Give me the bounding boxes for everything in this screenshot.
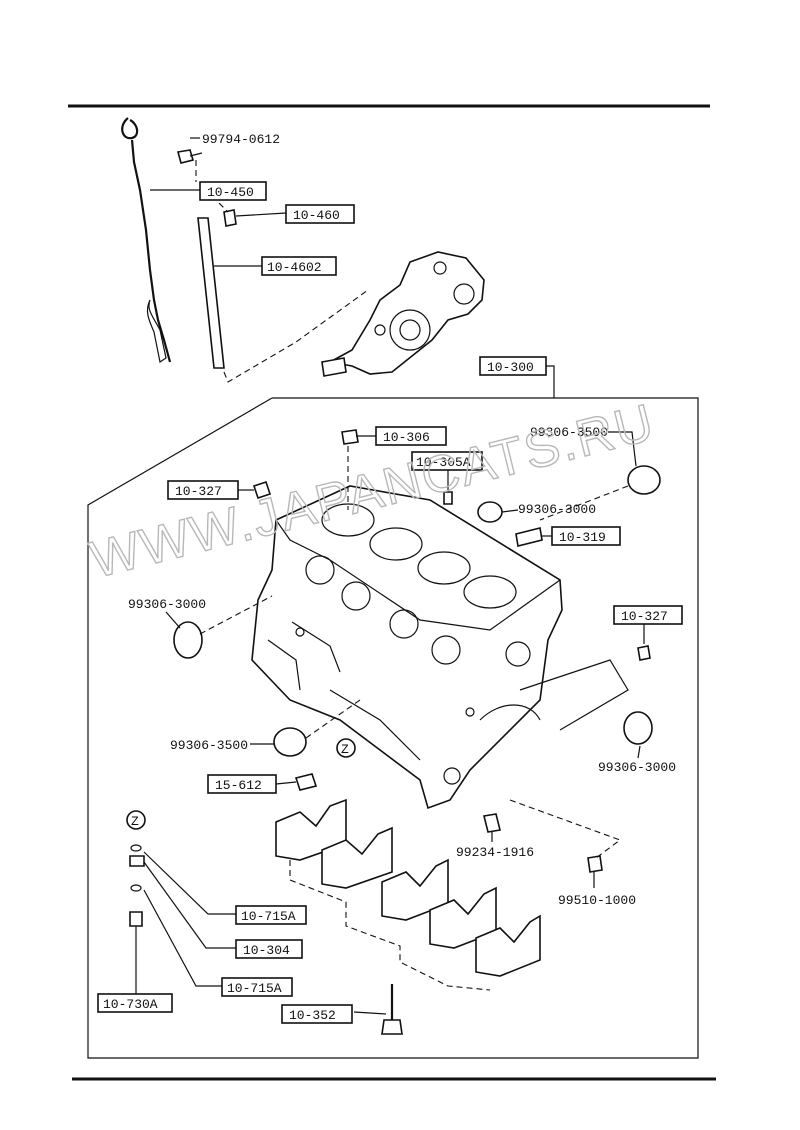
callout-10-715A-bottom: 10-715A <box>227 981 282 996</box>
small-parts-stack <box>129 844 145 990</box>
block-group-frame <box>87 397 699 1059</box>
callout-10-327-left: 10-327 <box>175 484 222 499</box>
seal-99306-3500-top <box>627 465 661 495</box>
callout-10-300: 10-300 <box>487 360 534 375</box>
callout-box-10-305A <box>411 451 483 471</box>
main-bearing-caps <box>275 798 541 977</box>
callout-box-10-450 <box>199 181 267 201</box>
leader-10-460 <box>235 212 287 217</box>
leader-dash-pump <box>223 289 369 383</box>
dipstick-guide-tube <box>197 217 225 369</box>
callout-99306-3500-top: 99306-3500 <box>530 425 608 440</box>
bolt-99794-0612 <box>176 149 203 164</box>
seal-99306-3000-top <box>477 501 503 523</box>
part-10-305A <box>443 491 453 505</box>
callout-10-327-right: 10-327 <box>621 609 668 624</box>
callout-10-304: 10-304 <box>243 943 290 958</box>
leader-99306-3000-right <box>637 745 641 759</box>
callout-10-319: 10-319 <box>559 530 606 545</box>
callout-box-10-715A-bottom <box>221 977 293 997</box>
leader-99306-3000-left <box>165 611 181 629</box>
oil-pump <box>321 251 485 377</box>
z-mark-text: Z <box>131 814 139 829</box>
callout-box-15-612 <box>207 774 277 794</box>
leader-dash-caps <box>289 860 491 991</box>
callout-99306-3000-top: 99306-3000 <box>518 502 596 517</box>
z-mark-block: Z <box>336 738 356 758</box>
callout-box-10-715A-top <box>235 905 307 925</box>
spring-10-319 <box>515 527 543 547</box>
callout-10-352: 10-352 <box>289 1008 336 1023</box>
plug-10-327-left <box>252 480 272 500</box>
callout-10-730A: 10-730A <box>103 997 158 1012</box>
bolt-99510-1000 <box>587 855 603 873</box>
seal-99306-3000-left <box>173 621 203 659</box>
callout-99306-3000-right: 99306-3000 <box>598 760 676 775</box>
callout-10-450: 10-450 <box>207 185 254 200</box>
callout-10-460: 10-460 <box>293 208 340 223</box>
callout-10-305A: 10-305A <box>416 455 471 470</box>
leader-10-715A-bottom <box>143 889 222 987</box>
cap-bolt-10-352 <box>381 984 403 1035</box>
callout-box-10-730A <box>97 993 173 1013</box>
leader-99306-3000-top <box>501 509 519 513</box>
leader-dash-seal-left <box>199 595 273 635</box>
callout-box-10-306 <box>375 426 447 446</box>
cylinder-block <box>251 485 629 810</box>
seal-10-460 <box>223 209 237 227</box>
callout-99306-3000-left: 99306-3000 <box>128 597 206 612</box>
callout-99234-1916: 99234-1916 <box>456 845 534 860</box>
seal-99306-3000-right <box>623 711 653 745</box>
callout-15-612: 15-612 <box>215 778 262 793</box>
callout-box-10-4602 <box>261 256 337 276</box>
leader-15-612 <box>275 781 297 785</box>
z-mark-text: Z <box>341 742 349 757</box>
callout-10-306: 10-306 <box>383 430 430 445</box>
callout-box-10-352 <box>281 1004 353 1024</box>
callout-99306-3500-left: 99306-3500 <box>170 738 248 753</box>
seal-99306-3500-left <box>273 727 307 757</box>
callout-10-4602: 10-4602 <box>267 260 322 275</box>
callout-box-10-327-right <box>613 605 683 625</box>
callout-10-715A-top: 10-715A <box>241 909 296 924</box>
callout-99510-1000: 99510-1000 <box>558 893 636 908</box>
callout-box-10-327-left <box>167 480 239 500</box>
leader-dash-seal-bottom <box>305 699 361 739</box>
bolt-15-612 <box>294 773 318 791</box>
leader-dash-seal-top <box>539 485 629 521</box>
z-mark-left: Z <box>126 810 146 830</box>
leader-10-352 <box>353 1011 387 1015</box>
leader-99306-3500-top <box>608 431 637 467</box>
callout-99794-0612: 99794-0612 <box>202 132 280 147</box>
plug-99234-1916 <box>483 813 501 833</box>
dipstick-part <box>121 117 172 363</box>
leader-10-715A-top <box>143 851 236 915</box>
leader-10-304 <box>143 861 236 949</box>
callout-box-10-300 <box>479 356 547 376</box>
callout-box-10-319 <box>551 526 621 546</box>
callout-box-10-460 <box>285 204 355 224</box>
leader-10-300 <box>546 365 555 398</box>
part-10-306 <box>341 429 359 445</box>
callout-box-10-304 <box>235 939 303 959</box>
plug-10-327-right <box>637 645 651 661</box>
